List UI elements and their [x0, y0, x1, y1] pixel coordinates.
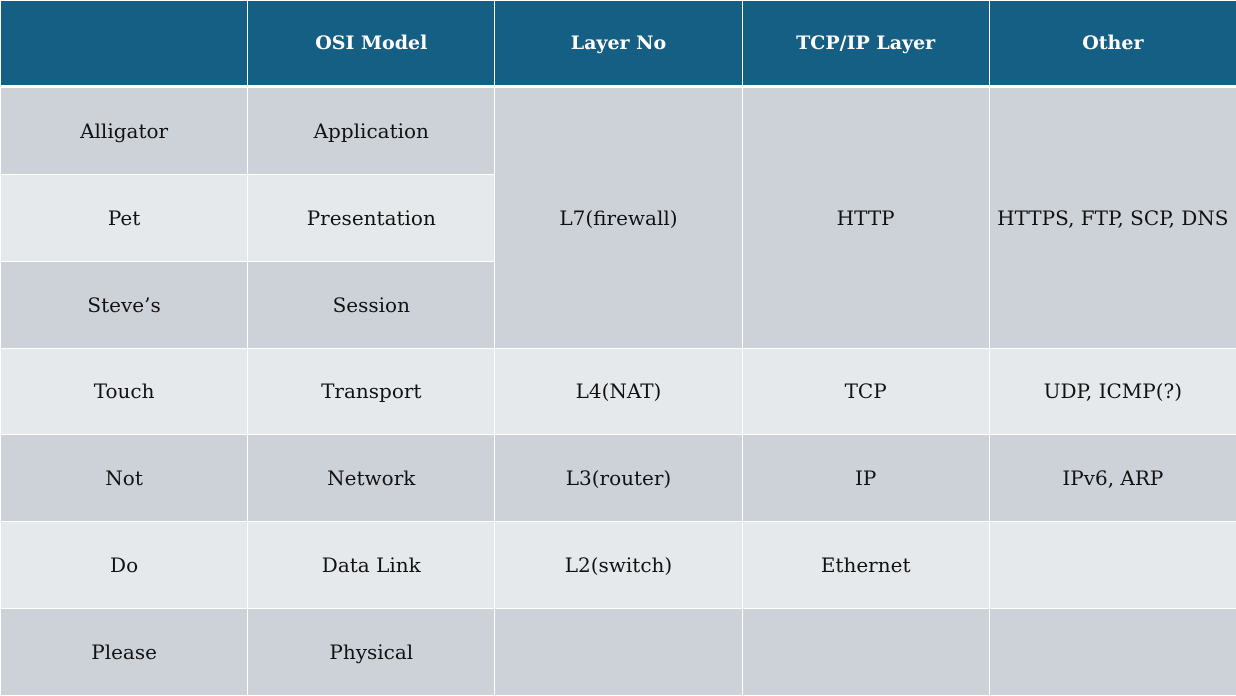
- other-protocols-cell: HTTPS, FTP, SCP, DNS: [988, 86, 1236, 349]
- table-row: Please Physical: [0, 608, 1236, 696]
- layer-no-cell: L3(router): [494, 434, 743, 523]
- osi-layer-cell: Data Link: [247, 521, 496, 610]
- other-protocols-cell: [988, 608, 1236, 696]
- header-osi-model: OSI Model: [247, 0, 496, 88]
- mnemonic-cell: Alligator: [0, 86, 249, 175]
- mnemonic-cell: Not: [0, 434, 249, 523]
- tcpip-layer-cell: Ethernet: [741, 521, 990, 610]
- mnemonic-cell: Pet: [0, 173, 249, 262]
- mnemonic-cell: Do: [0, 521, 249, 610]
- table-row: Steve’s Session: [0, 260, 1236, 349]
- layer-no-cell: [494, 608, 743, 696]
- header-layer-no: Layer No: [494, 0, 743, 88]
- tcpip-layer-cell: HTTP: [741, 86, 990, 349]
- other-protocols-cell: IPv6, ARP: [988, 434, 1236, 523]
- tcpip-layer-cell: [741, 608, 990, 696]
- table-row: Not Network L3(router) IP IPv6, ARP: [0, 434, 1236, 523]
- osi-layer-cell: Network: [247, 434, 496, 523]
- osi-layer-cell: Presentation: [247, 173, 496, 262]
- osi-layer-cell: Application: [247, 86, 496, 175]
- table-row: Do Data Link L2(switch) Ethernet: [0, 521, 1236, 610]
- other-protocols-cell: UDP, ICMP(?): [988, 347, 1236, 436]
- header-other: Other: [988, 0, 1236, 88]
- table-row: Alligator Application L7(firewall) HTTP …: [0, 86, 1236, 349]
- layer-no-cell: L7(firewall): [494, 86, 743, 349]
- header-tcpip-layer: TCP/IP Layer: [741, 0, 990, 88]
- mnemonic-cell: Touch: [0, 347, 249, 436]
- table-row: Touch Transport L4(NAT) TCP UDP, ICMP(?): [0, 347, 1236, 436]
- mnemonic-cell: Steve’s: [0, 260, 249, 349]
- osi-layer-cell: Session: [247, 260, 496, 349]
- header-row: OSI Model Layer No TCP/IP Layer Other: [0, 0, 1236, 88]
- layer-no-cell: L2(switch): [494, 521, 743, 610]
- layer-no-cell: L4(NAT): [494, 347, 743, 436]
- tcpip-layer-cell: TCP: [741, 347, 990, 436]
- osi-layer-cell: Transport: [247, 347, 496, 436]
- table-row: Pet Presentation: [0, 173, 1236, 262]
- other-protocols-cell: [988, 521, 1236, 610]
- tcpip-layer-cell: IP: [741, 434, 990, 523]
- header-mnemonic: [0, 0, 249, 88]
- mnemonic-cell: Please: [0, 608, 249, 696]
- osi-layer-cell: Physical: [247, 608, 496, 696]
